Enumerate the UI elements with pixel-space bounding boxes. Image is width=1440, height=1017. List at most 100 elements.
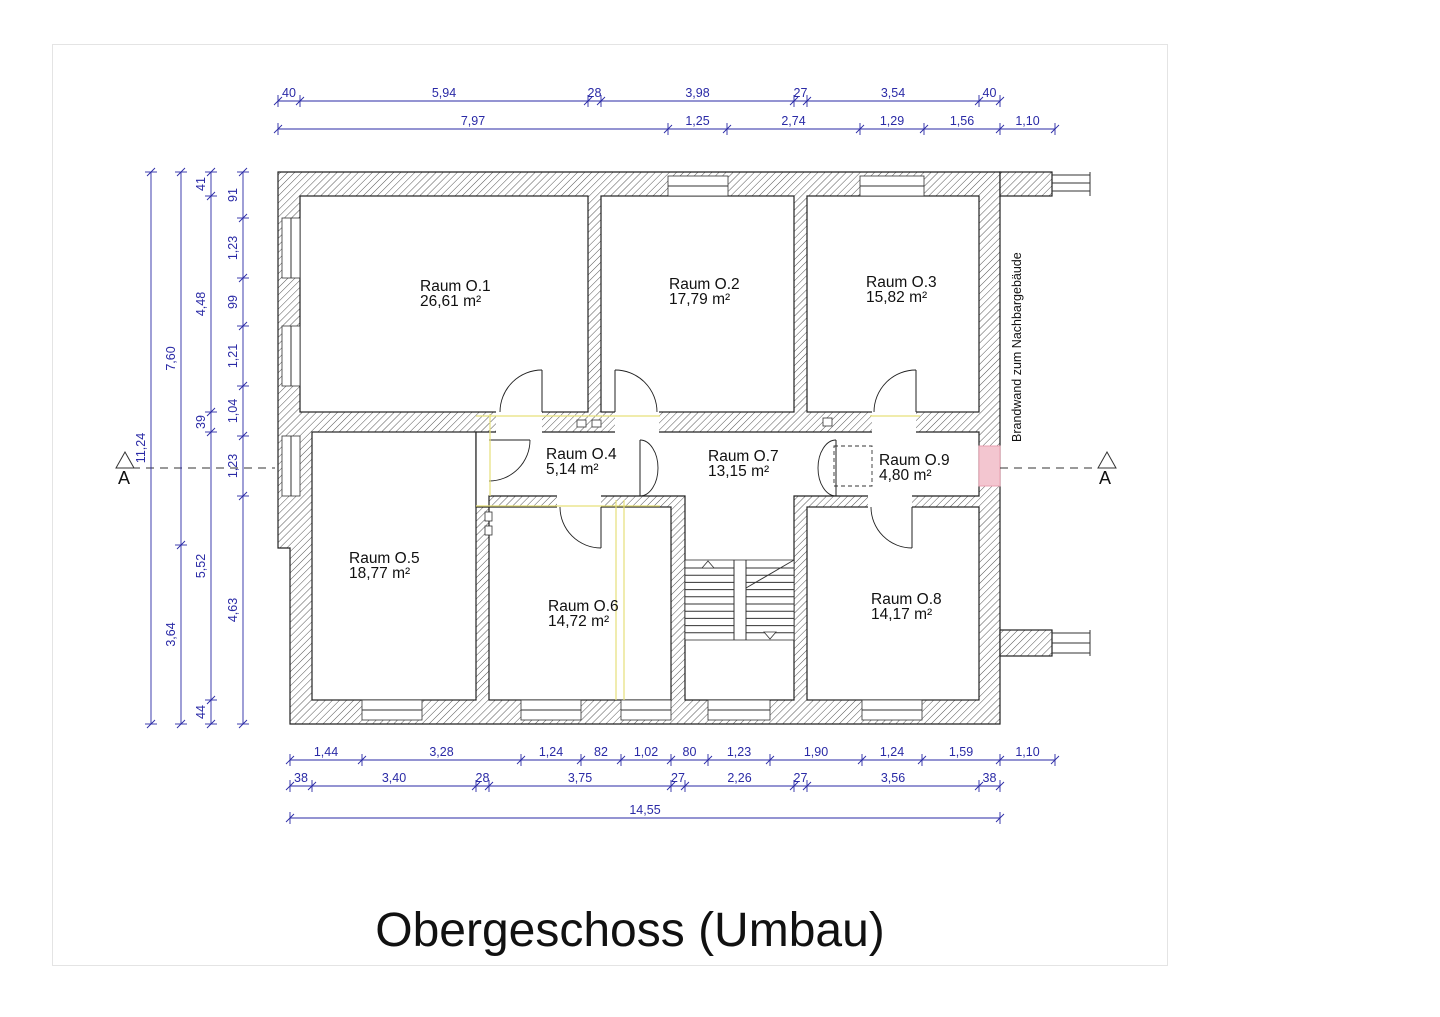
bottom_total-tick: [285, 812, 295, 824]
room-labels: Raum O.1 26,61 m² Raum O.2 17,79 m² Raum…: [349, 274, 950, 630]
left_4-label: 1,21: [226, 344, 240, 368]
top_outer-label: 5,94: [432, 86, 456, 100]
section-marker-right: A: [1099, 468, 1111, 488]
left_4-label: 4,63: [226, 598, 240, 622]
left_2-label: 3,64: [164, 622, 178, 646]
top_inner-label: 7,97: [461, 114, 485, 128]
bottom_1-tick: [576, 754, 586, 766]
top_inner-label: 1,25: [685, 114, 709, 128]
top_inner-tick: [722, 123, 732, 135]
room-o2-floor: [600, 195, 795, 413]
room-o6-area: 14,72 m²: [548, 613, 609, 630]
bottom_2-tick: [666, 780, 676, 792]
top_outer-label: 40: [282, 86, 296, 100]
left_2-tick: [175, 719, 187, 729]
room-o2-name: Raum O.2: [669, 276, 740, 293]
room-o4-area: 5,14 m²: [546, 461, 599, 478]
room-o3-floor: [806, 195, 980, 413]
bottom_total-label: 14,55: [629, 803, 660, 817]
left_3-label: 39: [194, 415, 208, 429]
top_inner-label: 1,56: [950, 114, 974, 128]
left_4-tick: [237, 167, 249, 177]
bottom_2-label: 3,40: [382, 771, 406, 785]
drawing-title: Obergeschoss (Umbau): [375, 904, 885, 957]
bottom_1-tick: [666, 754, 676, 766]
bottom_1-label: 1,10: [1015, 745, 1039, 759]
bottom_2-label: 38: [983, 771, 997, 785]
bottom_1-label: 1,90: [804, 745, 828, 759]
left_3-label: 5,52: [194, 554, 208, 578]
top_inner-label: 1,29: [880, 114, 904, 128]
bottom_1-tick: [765, 754, 775, 766]
bottom_2-tick: [995, 780, 1005, 792]
bottom_1-label: 1,59: [949, 745, 973, 759]
room-o7-area: 13,15 m²: [708, 463, 769, 480]
left_4-tick: [237, 213, 249, 223]
left_3-tick: [205, 695, 217, 705]
bottom_1-tick: [357, 754, 367, 766]
bottom_1-tick: [1050, 754, 1060, 766]
room-o1-floor: [299, 195, 589, 413]
top_outer-label: 3,54: [881, 86, 905, 100]
bottom_2-tick: [471, 780, 481, 792]
bottom_total-tick: [995, 812, 1005, 824]
top_outer-label: 3,98: [685, 86, 709, 100]
room-o3-area: 15,82 m²: [866, 289, 927, 306]
room-o8-area: 14,17 m²: [871, 606, 932, 623]
top_inner-tick: [919, 123, 929, 135]
bottom_2-label: 27: [794, 771, 808, 785]
top_outer-label: 27: [794, 86, 808, 100]
top_outer-label: 28: [588, 86, 602, 100]
bottom_1-tick: [995, 754, 1005, 766]
top_inner-label: 2,74: [781, 114, 805, 128]
left_4-tick: [237, 273, 249, 283]
left_4-tick: [237, 719, 249, 729]
staircase: [684, 559, 795, 641]
top_outer-tick: [802, 95, 812, 107]
top_outer-tick: [583, 95, 593, 107]
yellow-reference-lines: [476, 414, 920, 700]
left_3-label: 44: [194, 705, 208, 719]
top_inner-label: 1,10: [1015, 114, 1039, 128]
left_4-label: 1,23: [226, 454, 240, 478]
left_3-label: 4,48: [194, 292, 208, 316]
left_3-label: 41: [194, 177, 208, 191]
top_outer-tick: [273, 95, 283, 107]
room-o9-area: 4,80 m²: [879, 467, 932, 484]
top_outer-label: 40: [983, 86, 997, 100]
room-interiors: [281, 175, 1001, 721]
bottom_2-tick: [789, 780, 799, 792]
bottom_1-tick: [857, 754, 867, 766]
top_inner-tick: [995, 123, 1005, 135]
dimension-chains: 40 5,94 28 3,98 27 3,54 40 7,97 1,25 2,74 1,29 1,56…: [134, 86, 1060, 824]
top_inner-tick: [273, 123, 283, 135]
bottom_1-tick: [917, 754, 927, 766]
bottom_2-label: 27: [671, 771, 685, 785]
top_outer-tick: [995, 95, 1005, 107]
top_outer-tick: [596, 95, 606, 107]
bottom_1-tick: [516, 754, 526, 766]
bottom_1-label: 1,02: [634, 745, 658, 759]
installation-shafts: [484, 417, 833, 536]
bottom_2-label: 3,56: [881, 771, 905, 785]
left_3-tick: [205, 167, 217, 177]
left_4-label: 1,04: [226, 399, 240, 423]
left_4-label: 99: [226, 295, 240, 309]
section-marker-left: A: [118, 468, 130, 488]
bottom_1-label: 1,44: [314, 745, 338, 759]
left_2-tick: [175, 167, 187, 177]
room-o6-name: Raum O.6: [548, 598, 619, 615]
bottom_2-label: 2,26: [727, 771, 751, 785]
room-o1-area: 26,61 m²: [420, 293, 481, 310]
top_inner-tick: [855, 123, 865, 135]
room-o8-floor: [806, 506, 980, 701]
bottom_2-label: 28: [476, 771, 490, 785]
top_outer-tick: [295, 95, 305, 107]
left_outer-label: 11,24: [134, 433, 148, 463]
bottom_2-tick: [802, 780, 812, 792]
room-o3-name: Raum O.3: [866, 274, 937, 291]
section-line-a: A A: [115, 450, 1117, 488]
bottom_1-tick: [285, 754, 295, 766]
left_4-tick: [237, 321, 249, 331]
